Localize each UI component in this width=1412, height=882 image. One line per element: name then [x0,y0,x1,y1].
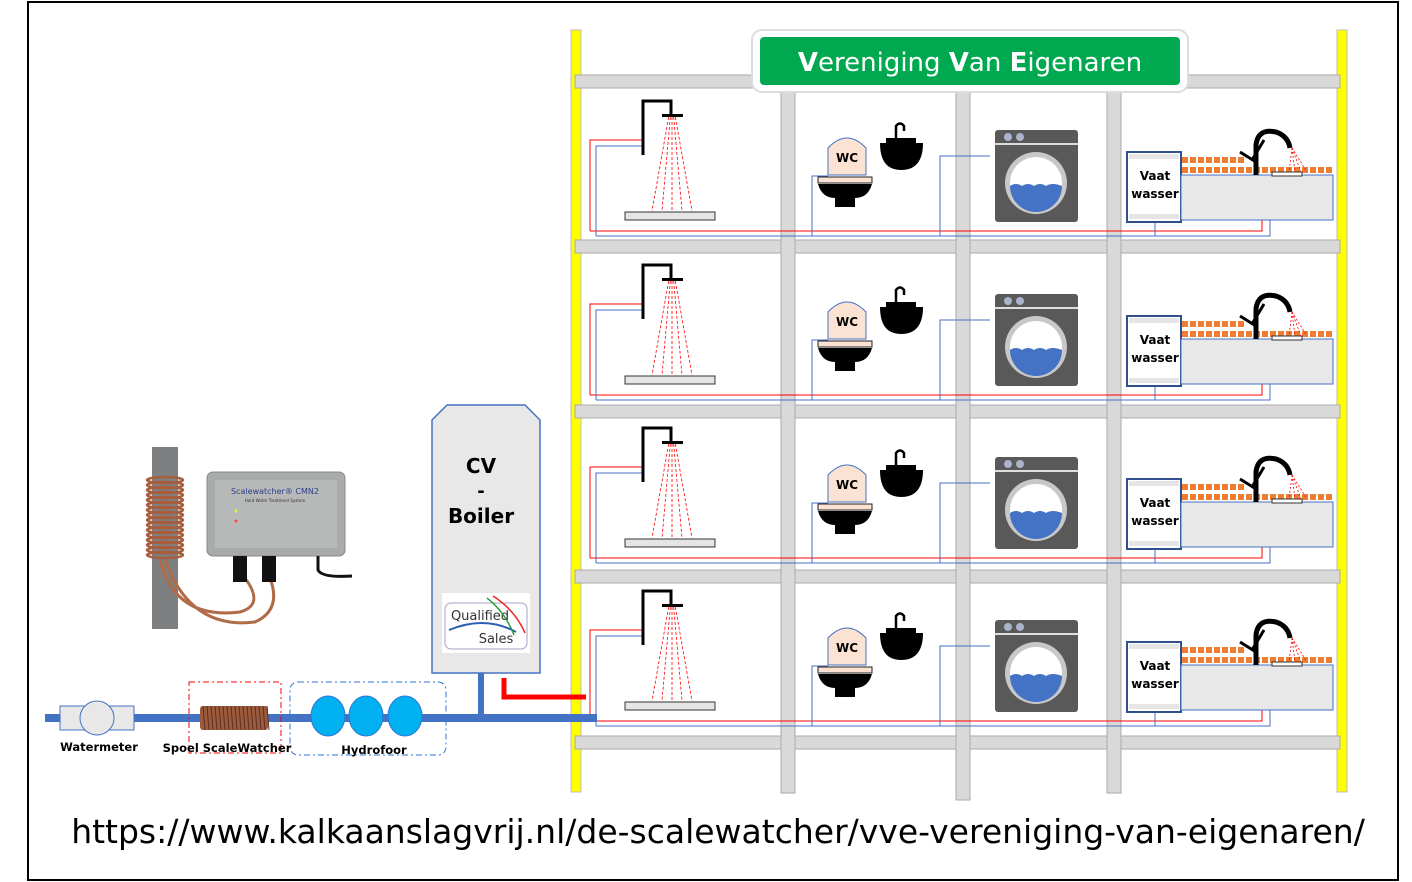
qualified-sales-logo: Qualified Sales [442,593,530,653]
kitchen-faucet-icon [1239,292,1308,339]
building: WCVaatwasserWCVaatwasserWCVaatwasserWCVa… [570,29,1348,801]
sink-icon [880,612,923,660]
svg-text:Vaat: Vaat [1140,169,1171,183]
watermeter [59,700,135,736]
coil-label: Spoel ScaleWatcher [163,741,292,755]
website-url[interactable]: https://www.kalkaanslagvrij.nl/de-scalew… [71,812,1366,851]
washing-machine-icon [995,457,1078,549]
svg-text:Sales: Sales [479,632,514,647]
svg-text:Vaat: Vaat [1140,659,1171,673]
svg-text:WC: WC [836,151,858,165]
svg-text:wasser: wasser [1131,187,1179,201]
svg-text:WC: WC [836,478,858,492]
supply-line: Watermeter Spoel ScaleWatcher Hydrofoor [45,673,597,757]
dishwasher-icon: Vaat wasser [1126,478,1182,550]
svg-text:WC: WC [836,315,858,329]
boiler-label-dash: - [477,481,484,502]
cold-water-pipe [595,635,1271,727]
hydrofoor-tank [310,695,346,737]
kitchen-counter [1180,484,1334,548]
boiler-label-boiler: Boiler [448,504,514,528]
kitchen-faucet-icon [1239,128,1308,175]
scalewatcher-photo: Scalewatcher® CMN2 Hard Water Treatment … [145,447,353,629]
svg-text:Qualified: Qualified [451,609,509,624]
hot-main-pipe [501,678,586,700]
shower-icon [624,263,716,385]
title-banner: Vereniging Van Eigenaren [751,29,1189,93]
svg-text:Vaat: Vaat [1140,496,1171,510]
brand-label: Scalewatcher® CMN2 [231,487,319,496]
washing-machine-icon [995,130,1078,222]
hydrofoor-label: Hydrofoor [341,743,407,757]
column [780,89,796,794]
svg-text:Vaat: Vaat [1140,333,1171,347]
boiler-label-cv: CV [466,454,497,478]
svg-text:Hard Water Treatment System: Hard Water Treatment System [245,498,306,503]
cv-boiler: CV - Boiler Qualified Sales [431,404,541,674]
shower-icon [624,426,716,548]
cold-water-pipe [595,309,1271,401]
sink-icon [880,122,923,170]
cold-water-pipe [595,145,1271,237]
column [955,89,971,801]
floor-3: WC Vaat wasser [589,426,1334,564]
frame-border [27,1,1399,881]
floor-2: WC Vaat wasser [589,263,1334,401]
washing-machine-icon [995,294,1078,386]
column [1106,89,1122,794]
kitchen-counter [1180,647,1334,711]
dishwasher-icon: Vaat wasser [1126,641,1182,713]
cold-water-pipe [595,472,1271,564]
hydrofoor-tank [387,695,423,737]
shower-icon [624,589,716,711]
kitchen-faucet-icon [1239,455,1308,502]
scalewatcher-coil-icon [200,705,270,731]
sink-icon [880,286,923,334]
dishwasher-icon: Vaat wasser [1126,315,1182,387]
svg-text:wasser: wasser [1131,677,1179,691]
sink-icon [880,449,923,497]
shower-icon [624,99,716,221]
svg-text:WC: WC [836,641,858,655]
toilet-icon: WC [817,137,873,207]
kitchen-faucet-icon [1239,618,1308,665]
kitchen-counter [1180,321,1334,385]
svg-text:wasser: wasser [1131,351,1179,365]
kitchen-counter [1180,157,1334,221]
watermeter-label: Watermeter [60,740,138,754]
washing-machine-icon [995,620,1078,712]
toilet-icon: WC [817,464,873,534]
dishwasher-icon: Vaat wasser [1126,151,1182,223]
title-text: Vereniging Van Eigenaren [798,48,1142,78]
hydrofoor-box [289,681,447,756]
floor-1: WC Vaat wasser [589,99,1334,237]
toilet-icon: WC [817,301,873,371]
coil-icon [145,475,185,560]
toilet-icon: WC [817,627,873,697]
scalewatcher-box [188,681,282,754]
boiler-feed-pipe [478,673,484,718]
floor-4: WC Vaat wasser [589,589,1334,727]
hydrofoor-tank [348,695,384,737]
svg-text:wasser: wasser [1131,514,1179,528]
